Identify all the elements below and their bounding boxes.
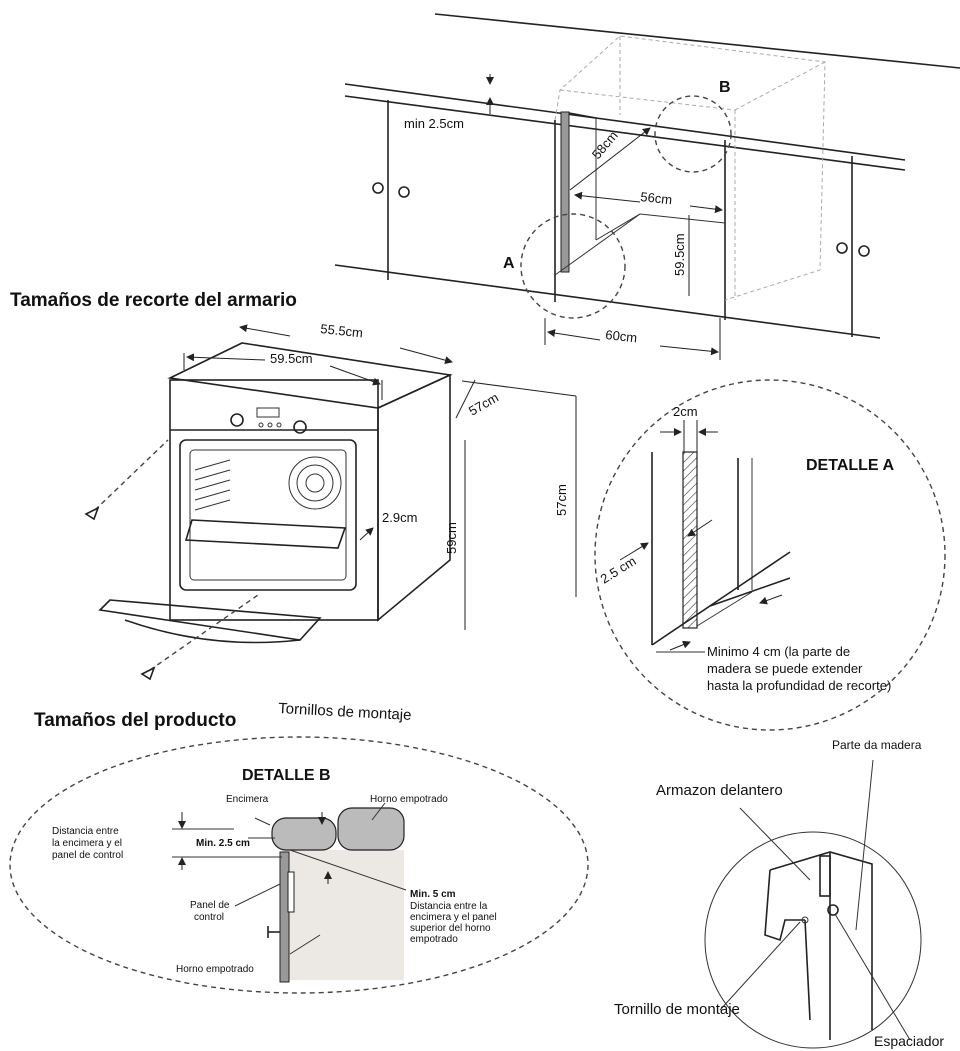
top-depth-label: 55.5cm — [320, 321, 364, 340]
width-60-label: 60cm — [605, 327, 638, 345]
detail-a-note-2: madera se puede extender — [707, 661, 863, 676]
marker-b: B — [719, 79, 731, 96]
height-595-label: 59.5cm — [672, 233, 687, 276]
min-gap-label: min 2.5cm — [404, 116, 464, 131]
mount-detail-drawing — [704, 759, 922, 1049]
distance-label-1: Distancia entre — [52, 826, 119, 837]
built-in-oven-top-label: Horno empotrado — [370, 794, 448, 805]
cabinet-cutout-drawing — [334, 13, 960, 360]
min5-desc-4: empotrado — [410, 934, 458, 945]
detail-a-note-1: Minimo 4 cm (la parte de — [707, 644, 850, 659]
min5-desc-3: superior del horno — [410, 923, 491, 934]
inner-width-56-label: 56cm — [640, 189, 673, 207]
spacer-label: Espaciador — [874, 1033, 944, 1049]
panel-label-1: Panel de — [190, 900, 230, 911]
min-25-label: Min. 2.5 cm — [196, 838, 250, 849]
panel-label-2: control — [194, 912, 224, 923]
wood-width-label: 2cm — [673, 404, 698, 419]
offset-label: 2.5 cm — [598, 553, 639, 586]
worktop-label: Encimera — [226, 794, 269, 805]
min-5-label: Min. 5 cm — [410, 889, 456, 900]
wood-part-label: Parte da madera — [832, 738, 922, 752]
depth-58-label: 58cm — [589, 128, 621, 162]
oven-drawing — [84, 324, 577, 681]
detail-a-drawing — [594, 379, 946, 731]
front-height-label: 59cm — [444, 522, 459, 554]
min5-desc-1: Distancia entre la — [410, 901, 488, 912]
product-sizes-title: Tamaños del producto — [34, 710, 236, 731]
min5-desc-2: encimera y el panel — [410, 912, 497, 923]
door-gap-label: 2.9cm — [382, 510, 417, 525]
distance-label-3: panel de control — [52, 850, 123, 861]
side-height-label: 57cm — [554, 484, 569, 516]
distance-label-2: la encimera y el — [52, 838, 122, 849]
side-depth-label: 57cm — [466, 390, 501, 419]
detail-b-drawing — [9, 736, 589, 994]
detail-a-title: DETALLE A — [806, 457, 894, 474]
mounting-screws-label: Tornillos de montaje — [278, 700, 412, 724]
built-in-oven-bottom-label: Horno empotrado — [176, 964, 254, 975]
cabinet-cutout-title: Tamaños de recorte del armario — [10, 290, 297, 311]
front-frame-label: Armazon delantero — [656, 782, 783, 799]
detail-a-note-3: hasta la profundidad de recorte) — [707, 678, 891, 693]
marker-a: A — [503, 255, 515, 272]
mount-screw-label: Tornillo de montaje — [614, 1001, 740, 1018]
front-width-label: 59.5cm — [270, 351, 313, 366]
detail-b-title: DETALLE B — [242, 767, 331, 784]
